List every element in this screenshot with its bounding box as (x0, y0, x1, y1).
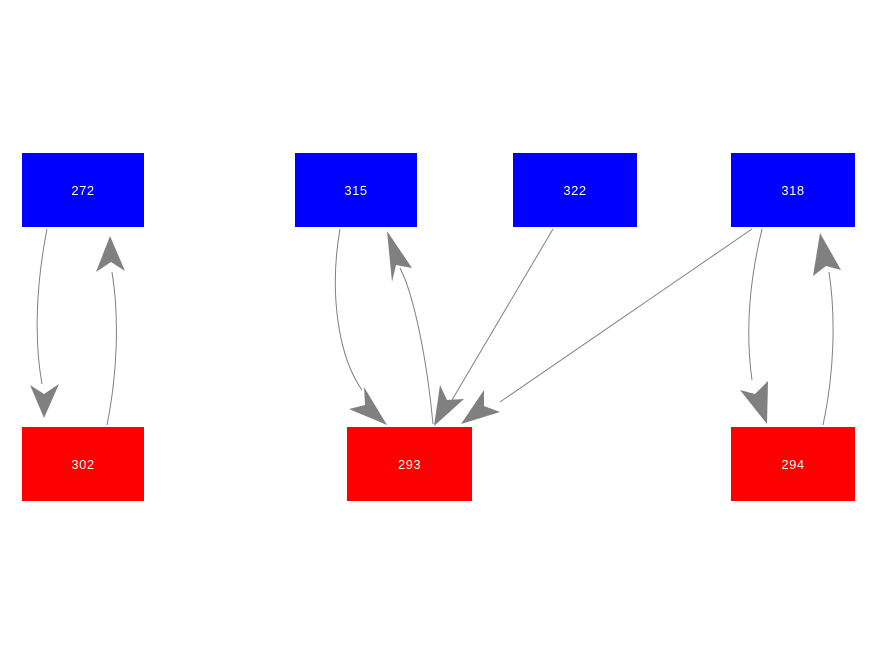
edge-315-to-293-arrowhead (349, 387, 387, 425)
graph-node-272[interactable]: 272 (22, 153, 144, 227)
edge-322-to-293-arrowhead (434, 385, 464, 426)
graph-node-label: 322 (563, 182, 587, 198)
edge-302-to-272-arrowhead (96, 236, 125, 272)
graph-node-label: 315 (344, 182, 368, 198)
graph-node-label: 294 (781, 456, 805, 472)
graph-node-315[interactable]: 315 (295, 153, 417, 227)
edge-294-to-318-arrowhead (813, 233, 841, 276)
edge-318-to-294-line (748, 228, 763, 381)
graph-node-318[interactable]: 318 (731, 153, 855, 227)
edge-315-to-293-line (334, 228, 363, 391)
edge-322-to-293-line (451, 228, 554, 401)
edge-293-to-315-line (399, 267, 434, 425)
edge-318-to-293-line (499, 228, 753, 403)
edge-294-to-318-line (822, 271, 834, 426)
graph-node-322[interactable]: 322 (513, 153, 637, 227)
edge-318-to-293-arrowhead (461, 390, 500, 424)
graph-node-294[interactable]: 294 (731, 427, 855, 501)
edge-272-to-302-line (36, 228, 48, 385)
edge-302-to-272-line (106, 271, 117, 426)
edge-318-to-294-arrowhead (740, 381, 768, 424)
graph-node-label: 318 (781, 182, 805, 198)
graph-node-293[interactable]: 293 (347, 427, 472, 501)
graph-node-302[interactable]: 302 (22, 427, 144, 501)
graph-node-label: 272 (71, 182, 95, 198)
graph-node-label: 293 (397, 456, 422, 472)
edge-272-to-302-arrowhead (30, 384, 59, 418)
graph-node-label: 302 (71, 456, 95, 472)
edge-293-to-315-arrowhead (387, 231, 412, 282)
